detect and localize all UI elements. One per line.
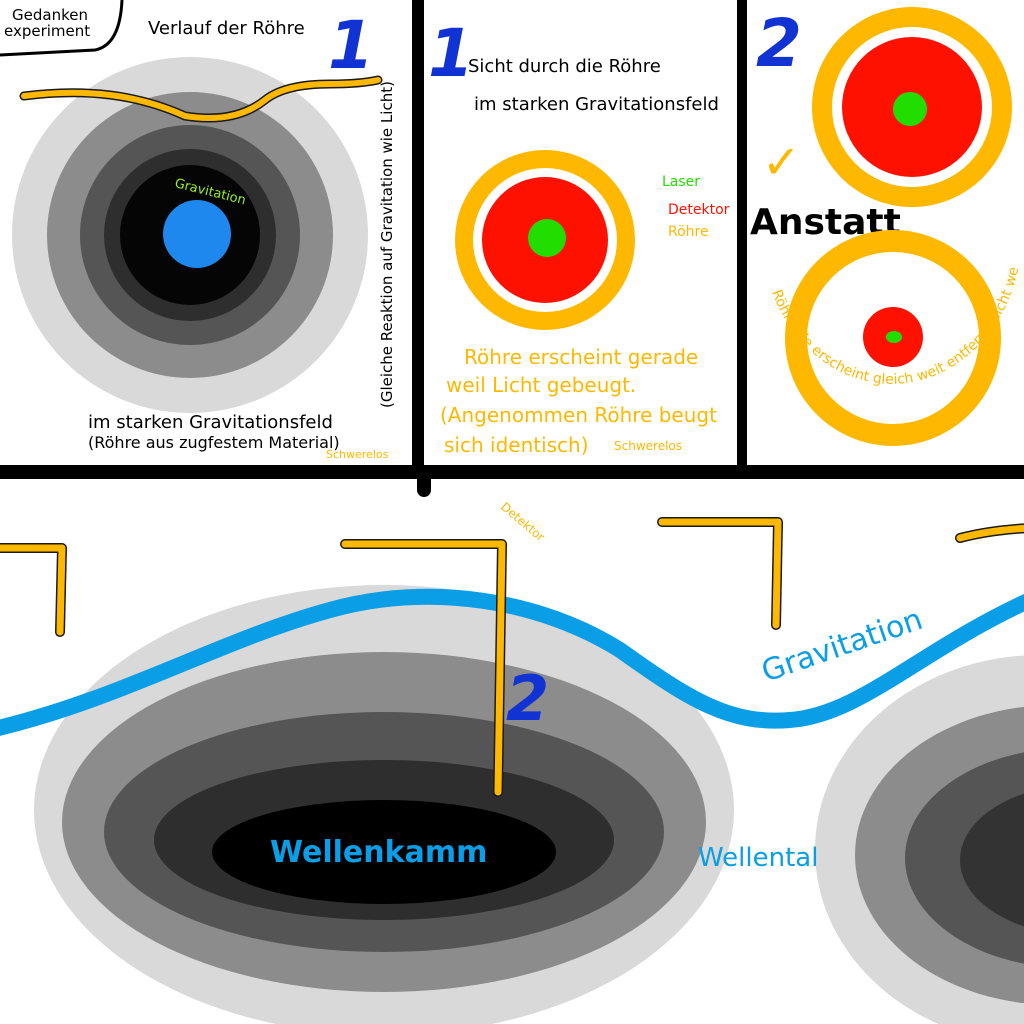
legend-detector: Detektor [668,202,730,218]
panel-2: 1 Sicht durch die Röhre im starken Gravi… [428,15,730,457]
panel-1: Gravitation Gedanken experiment Verlauf … [0,0,396,461]
gravity-source [163,200,231,268]
legend-laser: Laser [662,174,700,190]
trough-label: Wellental [698,843,818,873]
trough-ring-4 [960,793,1024,927]
crest-core [212,800,556,904]
expected-laser [893,92,927,126]
panel4-detector-label: Detektor [498,500,547,545]
panel2-note-line4: sich identisch) [444,433,589,457]
panel2-number: 1 [428,15,474,92]
panel2-title-line1: Sicht durch die Röhre [468,56,661,77]
tag-line1: Gedanken [12,6,88,24]
panel-4: Gravitation Detektor 2 Wellenkamm Wellen… [0,500,1024,1024]
panel2-note-line2: weil Licht gebeugt. [446,373,636,397]
checkmark-icon: ✓ [762,135,801,189]
tube-segments [0,517,1024,797]
panel1-title: Verlauf der Röhre [148,18,305,39]
tag-box [0,0,124,57]
panel1-weightless: Schwerelos [326,448,389,461]
panel3-number: 2 [756,5,802,82]
panel-frames [0,0,1024,497]
panel2-title-line2: im starken Gravitationsfeld [474,94,719,115]
instead-laser [886,331,902,343]
panel1-bottom-line2: (Röhre aus zugfestem Material) [88,433,340,452]
gravity-wave [0,588,1024,736]
panel1-number: 1 [328,7,374,84]
panel2-weightless: Schwerelos [614,439,682,453]
panel2-note-line1: Röhre erscheint gerade [464,345,698,369]
laser-dot [528,219,566,257]
tag-line2: experiment [4,22,90,40]
panel1-bottom-line1: im starken Gravitationsfeld [88,412,333,433]
panel2-note-line3: (Angenommen Röhre beugt [440,403,717,427]
legend-tube: Röhre [668,224,709,240]
panel4-number: 2 [506,662,549,735]
panel1-vertical-note: (Gleiche Reaktion auf Gravitation wie Li… [378,81,396,408]
crest-label: Wellenkamm [270,835,487,870]
